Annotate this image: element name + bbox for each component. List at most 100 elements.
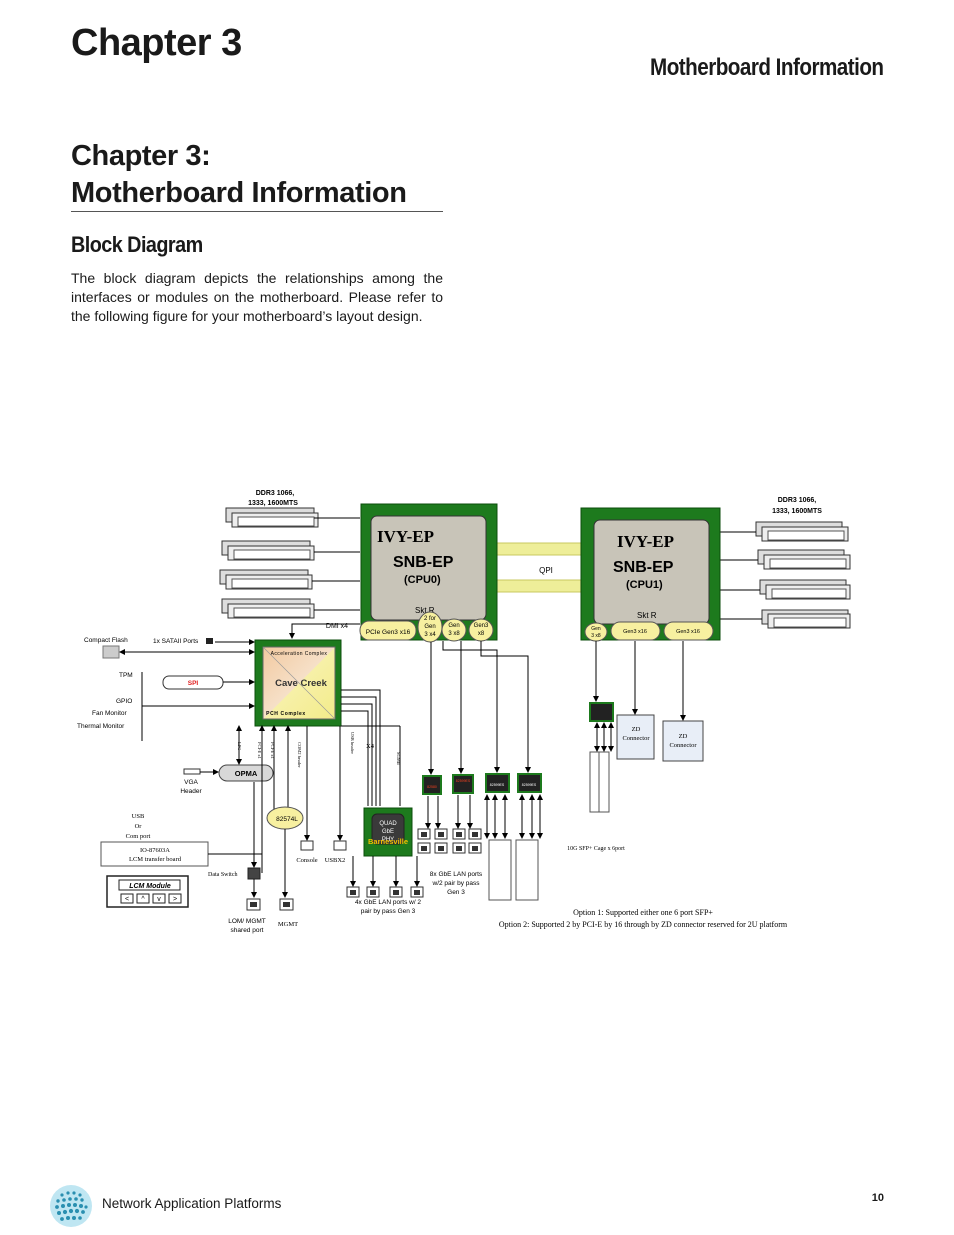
gbe-label: GbE <box>382 829 394 835</box>
vert-label-pcie2: PCI-E x1 <box>270 742 275 759</box>
usb-label-1: USB <box>132 813 145 820</box>
dmi-label: DMI x4 <box>326 623 348 630</box>
footer-text: Network Application Platforms <box>102 1196 282 1211</box>
eth-chip-4: 82599ES <box>517 773 542 793</box>
lcm-right-label: > <box>173 896 177 903</box>
lcm-down-label: v <box>157 896 161 903</box>
eth-chip-2-label: 82599ES <box>456 779 471 783</box>
qpi-label: QPI <box>539 566 553 575</box>
cpu1-port-ovals: Gen 3 x8 Gen3 x16 Gen3 x16 <box>584 621 714 642</box>
ports-8x-label-3: Gen 3 <box>447 889 465 896</box>
cpu0-port4-l1: Gen3 <box>474 623 489 629</box>
option-2-text: Option 2: Supported 2 by PCI-E by 16 thr… <box>499 920 788 929</box>
eth-chip-1-label: 82580 <box>427 785 437 789</box>
vert-label-pcie1: PCI-E x1 <box>257 742 262 759</box>
chapter-title-header: Motherboard Information <box>650 54 884 81</box>
console-port-icon <box>300 840 314 851</box>
cpu0-port4-l2: x8 <box>478 631 485 637</box>
eth-chip-3-label: 82599ES <box>490 783 505 787</box>
zd-connector-2 <box>662 720 704 762</box>
ports-8x-label-1: 8x GbE LAN ports <box>430 871 483 878</box>
zd-connector-1 <box>616 714 655 760</box>
title-divider <box>71 211 443 212</box>
eth-chip-4-label: 82599ES <box>522 783 537 787</box>
data-switch-icon <box>247 867 261 880</box>
barnesville-label: Barnesville <box>368 837 408 846</box>
lcm-left-button[interactable] <box>120 893 134 904</box>
vga-label-2: Header <box>180 788 202 795</box>
eth-chip-2: 82599ES <box>452 774 474 794</box>
cpu1-port3: Gen3 x16 <box>676 629 700 635</box>
lan-ports-8x <box>417 828 482 854</box>
vert-label-sgmii: SGMII <box>396 752 401 765</box>
barnesville-quad-phy: QUAD GbE PHY Barnesville <box>363 807 413 857</box>
console-label: Console <box>296 857 317 864</box>
ports-4x-label-1: 4x GbE LAN ports w/ 2 <box>355 899 421 906</box>
quad-label: QUAD <box>379 821 397 827</box>
cpu0-socket: Skt R <box>415 606 435 615</box>
compact-flash-label: Compact Flash <box>84 637 128 644</box>
cpu1-socket: Skt R <box>637 611 657 620</box>
cpu1-line1: IVY-EP <box>617 532 674 551</box>
cpu0-port2-l1: 2 for <box>424 616 436 622</box>
zd2-label-1: ZD <box>679 733 688 740</box>
spi-label: SPI <box>188 680 199 687</box>
section-title: Chapter 3: Motherboard Information <box>71 138 407 212</box>
compact-flash-icon <box>102 645 120 659</box>
usb-label-3: Com port <box>126 833 151 840</box>
ddr-right-label-1: DDR3 1066, <box>778 497 817 504</box>
cpu1-port1-l2: 3 x8 <box>591 633 601 639</box>
fan-monitor-label: Fan Monitor <box>92 710 128 717</box>
cpu0-line2: SNB-EP <box>393 554 454 571</box>
sata-port-icon <box>206 638 213 644</box>
dimm-group-right <box>755 521 851 629</box>
company-logo-icon <box>50 1185 92 1227</box>
ddr-left-label-1: DDR3 1066, <box>256 490 295 497</box>
ddr-right-label-2: 1333, 1600MTS <box>772 508 822 515</box>
lom-label-2: shared port <box>231 927 264 934</box>
vert-label-lpc: LPC <box>237 742 242 750</box>
thermal-monitor-label: Thermal Monitor <box>77 723 125 730</box>
pch-bottom-label: PCH Complex <box>266 711 306 717</box>
zd1-label-2: Connector <box>622 735 650 742</box>
cpu1-port2: Gen3 x16 <box>623 629 647 635</box>
opma-label: OPMA <box>235 769 258 778</box>
cpu1-eth-chip <box>589 702 614 722</box>
ports-8x-label-2: w/2 pair by pass <box>432 880 481 887</box>
vert-label-com2: COM2 header <box>297 742 302 768</box>
opma-chip <box>218 764 274 782</box>
lcm-up-button[interactable] <box>136 893 150 904</box>
cpu1-line3: (CPU1) <box>626 579 663 591</box>
mgmt-label: MGMT <box>278 921 298 928</box>
lan-ports-4x <box>346 886 424 898</box>
lcm-up-label: ^ <box>141 896 145 903</box>
io-board-label-1: IO-87603A <box>140 847 170 854</box>
eth-chip-3: 82599ES <box>485 773 510 793</box>
nic-82574l-label: 82574L <box>276 816 298 823</box>
x4-label: X4 <box>366 743 375 750</box>
sfp-cage-label: 10G SFP+ Cage x 6port <box>567 846 625 852</box>
page-number: 10 <box>871 1192 884 1204</box>
lcm-right-button[interactable] <box>168 893 182 904</box>
pch-name: Cave Creek <box>275 678 327 689</box>
intro-paragraph: The block diagram depicts the relationsh… <box>71 270 443 324</box>
section-title-line1: Chapter 3: <box>71 140 211 172</box>
dimm-group-left <box>219 507 319 619</box>
cpu0-line3: (CPU0) <box>404 574 441 586</box>
cpu1-package: IVY-EP SNB-EP (CPU1) Skt R <box>580 507 721 641</box>
phy-label: PHY <box>382 837 394 843</box>
lcm-module-label: LCM Module <box>129 883 171 890</box>
lcm-module: LCM Module < ^ v > <box>106 875 189 908</box>
lcm-down-button[interactable] <box>152 893 166 904</box>
eth-chip-1: 82580 <box>422 775 442 795</box>
zd2-label-2: Connector <box>669 742 697 749</box>
usb-port-icon <box>333 840 347 851</box>
gpio-label: GPIO <box>116 698 132 705</box>
vga-label-1: VGA <box>184 779 198 786</box>
cpu0-port-ovals: PCIe Gen3 x16 2 for Gen 3 x4 Gen 3 x8 Ge… <box>359 611 494 643</box>
option-1-text: Option 1: Supported either one 6 port SF… <box>573 908 713 917</box>
sata-label: 1x SATAII Ports <box>153 638 199 645</box>
chapter-heading: Chapter 3 <box>71 22 242 64</box>
lcm-left-label: < <box>125 896 129 903</box>
